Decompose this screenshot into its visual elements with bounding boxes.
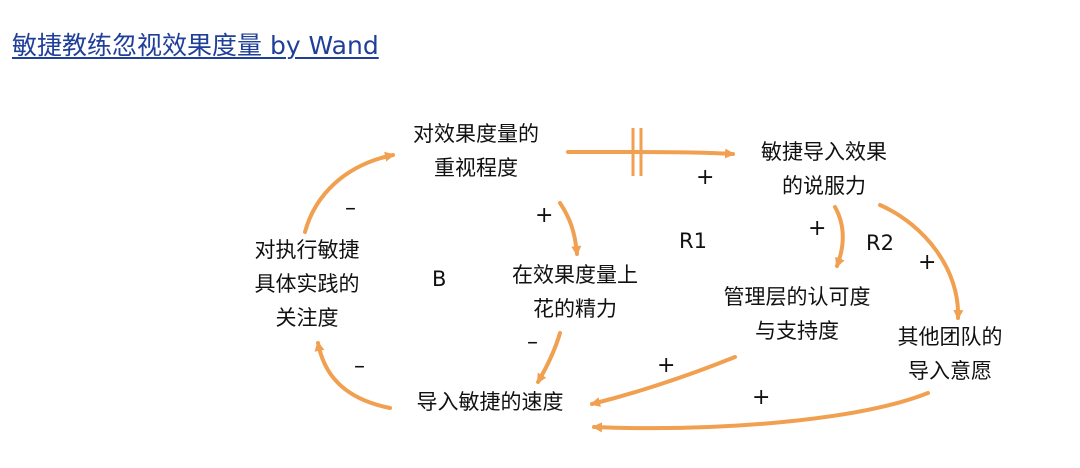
- polarity-effort-to-speed: –: [527, 330, 538, 355]
- node-measurement-importance: 对效果度量的 重视程度: [413, 122, 539, 180]
- arrow-management-to-speed: [590, 355, 737, 407]
- polarity-persuasiveness-to-other-teams: +: [918, 250, 937, 275]
- arrow-persuasiveness-to-other-teams: [878, 203, 964, 320]
- arrow-effort-to-speed: [536, 331, 562, 384]
- delay-mark: [631, 128, 643, 176]
- polarity-speed-to-attention: –: [354, 354, 365, 379]
- diagram-title-link[interactable]: 敏捷教练忽视效果度量 by Wand: [12, 31, 379, 60]
- arrow-importance-to-persuasiveness: [566, 148, 735, 159]
- arrow-other-teams-to-speed: [592, 391, 930, 433]
- loop-label-b: B: [432, 267, 447, 291]
- polarity-attention-to-importance: –: [345, 196, 356, 221]
- node-management-support: 管理层的认可度 与支持度: [723, 285, 871, 343]
- node-practice-attention: 对执行敏捷 具体实践的 关注度: [254, 238, 360, 330]
- polarity-persuasiveness-to-management: +: [808, 216, 827, 241]
- node-adoption-speed: 导入敏捷的速度: [416, 390, 564, 414]
- polarity-other-teams-to-speed: +: [752, 385, 771, 410]
- arrow-importance-to-effort: [558, 201, 582, 256]
- polarity-management-to-speed: +: [657, 353, 676, 378]
- arrow-attention-to-importance: [303, 151, 395, 234]
- arrow-speed-to-attention: [314, 341, 392, 410]
- loop-label-r2: R2: [866, 231, 894, 255]
- arrow-persuasiveness-to-management: [833, 205, 845, 268]
- loop-label-r1: R1: [679, 229, 707, 253]
- polarity-importance-to-effort: +: [535, 203, 554, 228]
- node-other-teams: 其他团队的 导入意愿: [897, 325, 1003, 383]
- node-measurement-effort: 在效果度量上 花的精力: [512, 263, 638, 321]
- node-persuasiveness: 敏捷导入效果 的说服力: [761, 140, 887, 198]
- polarity-importance-to-persuasiveness: +: [696, 165, 715, 190]
